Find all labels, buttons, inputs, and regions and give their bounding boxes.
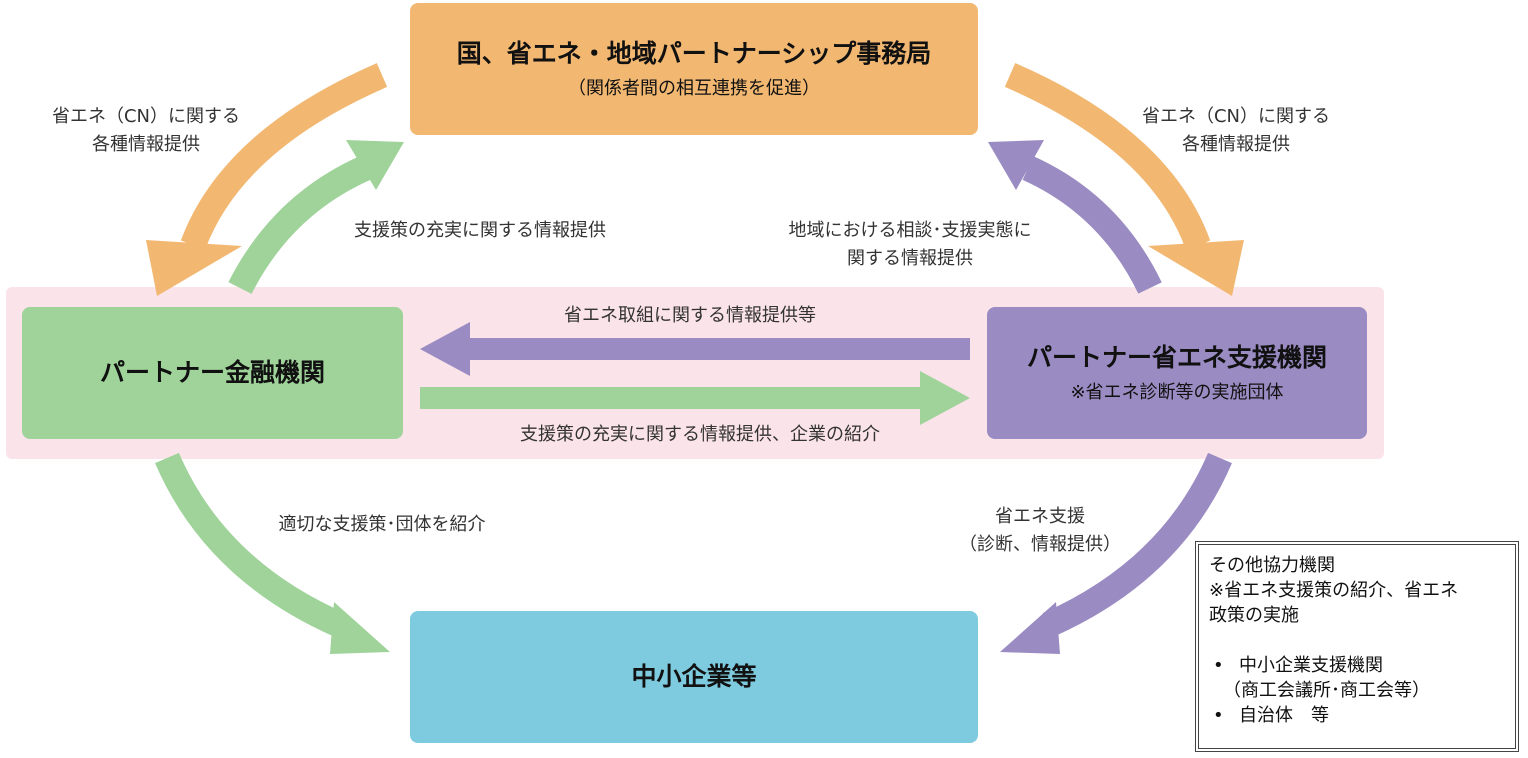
arrow-support-to-sme [1000,452,1232,654]
edge-label-finance-to-support: 支援策の充実に関する情報提供、企業の紹介 [520,424,880,445]
spacer [1209,628,1505,653]
other-partners-item-1: • 中小企業支援機関 [1209,653,1505,678]
edge-label-finance-to-top: 支援策の充実に関する情報提供 [354,220,606,241]
node-partner-finance-title: パートナー金融機関 [99,357,325,387]
node-partner-support-title: パートナー省エネ支援機関 [1026,342,1327,372]
edge-label-top-to-support: 省エネ（CN）に関する 各種情報提供 [1141,106,1331,155]
edge-label-finance-to-sme: 適切な支援策･団体を紹介 [278,514,486,535]
node-sme-title: 中小企業等 [631,661,757,691]
bullet-dot: • [1213,655,1224,676]
other-partners-title: その他協力機関 [1209,555,1335,576]
edge-label-support-to-finance: 省エネ取組に関する情報提供等 [564,305,816,326]
edge-label-top-to-finance: 省エネ（CN）に関する 各種情報提供 [51,106,241,155]
arrow-finance-to-support [420,371,970,425]
node-partner-finance: パートナー金融機関 [22,307,403,439]
other-partners-item-1-sub: （商工会議所･商工会等） [1223,680,1430,701]
arrow-finance-to-sme [155,452,390,654]
node-secretariat-subtitle: （関係者間の相互連携を促進） [568,78,820,100]
other-partners-item-1-label: 中小企業支援機関 [1239,655,1383,676]
arrow-finance-to-top [228,140,404,294]
node-partner-support: パートナー省エネ支援機関 ※省エネ診断等の実施団体 [987,307,1367,439]
arrow-top-to-finance [146,63,388,296]
other-partners-note-2: 政策の実施 [1209,605,1299,626]
other-partners-note-1: ※省エネ支援策の紹介、省エネ [1209,580,1459,601]
arrow-support-to-finance [420,322,970,376]
other-partners-item-2: • 自治体 等 [1209,703,1505,728]
arrow-top-to-support [1004,63,1244,296]
other-partners-box: その他協力機関 ※省エネ支援策の紹介、省エネ 政策の実施 • 中小企業支援機関 … [1195,541,1519,752]
edge-label-support-to-top: 地域における相談･支援実態に 関する情報提供 [788,220,1032,269]
node-secretariat: 国、省エネ・地域パートナーシップ事務局 （関係者間の相互連携を促進） [410,3,978,135]
node-sme: 中小企業等 [410,611,978,743]
other-partners-item-2-label: 自治体 等 [1239,705,1329,726]
bullet-dot: • [1213,705,1224,726]
arrow-support-to-top [988,140,1162,294]
node-partner-support-subtitle: ※省エネ診断等の実施団体 [1070,382,1284,404]
node-secretariat-title: 国、省エネ・地域パートナーシップ事務局 [456,38,932,68]
edge-label-support-to-sme: 省エネ支援 （診断、情報提供） [959,506,1121,555]
